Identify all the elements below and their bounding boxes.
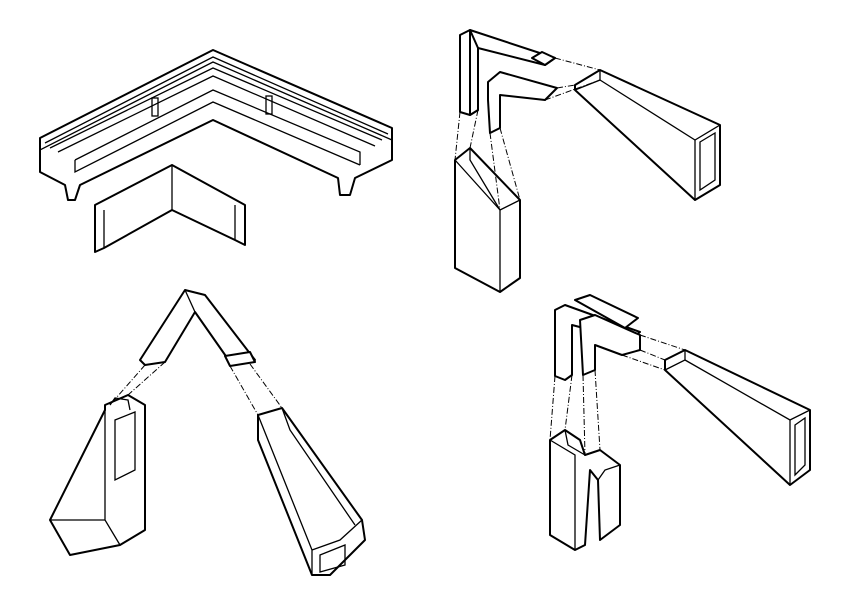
mitred-tube-corner-bracket-icon	[454, 29, 721, 293]
apex-corner-connector-icon	[49, 289, 366, 576]
slotted-tube-corner-bracket-icon	[549, 294, 811, 551]
mitred-channel-corner-icon	[39, 49, 393, 253]
